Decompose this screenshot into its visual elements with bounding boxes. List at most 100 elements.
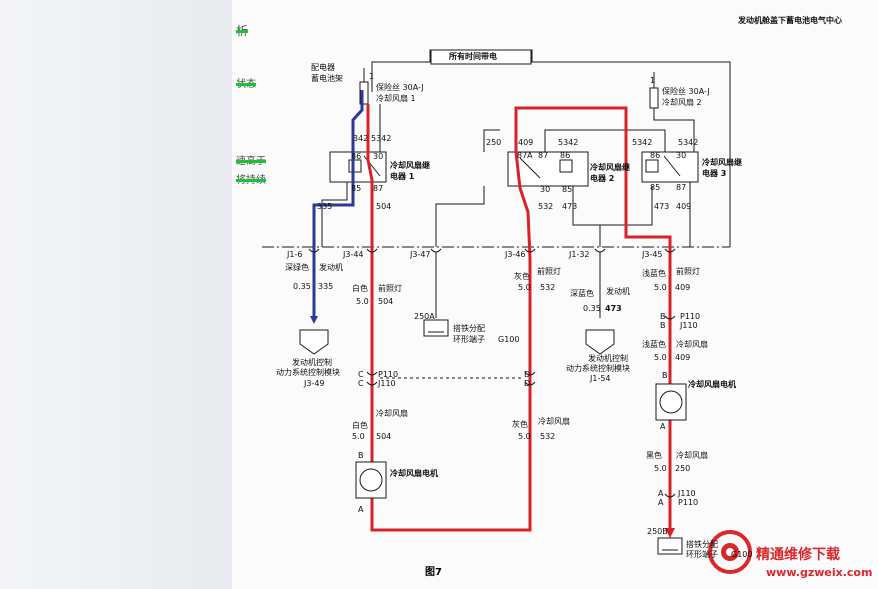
fuse-pin: 1 [369,72,375,81]
wire-desc: 前照灯 [676,267,700,276]
connector-id: P110 [680,312,701,321]
relay-pin: 87 [538,151,549,160]
side-note: 将持续 [236,175,266,186]
wire-gauge: 0.35 [583,304,601,313]
wire-circuit: 532 [540,283,556,292]
wire-code: 335 [317,202,333,211]
motor-label: 冷却风扇电机 [390,469,438,478]
connector-id: J110 [678,489,696,498]
module-name: 发动机控制 [588,354,628,363]
connector-id: J3-44 [343,250,364,259]
relay-pin: 87A [517,151,533,160]
wire-color: 深蓝色 [570,289,594,298]
wire-code: 342 [353,134,369,143]
relay-pin: 87 [676,183,687,192]
wire-gauge: 5.0 [654,464,667,473]
connector-pin: A [658,489,664,498]
module-id: J1-54 [590,374,611,383]
connector-pin: A [658,498,664,507]
wire-gauge: 0.35 [293,282,311,291]
wire-gauge: 5.0 [654,353,667,362]
connector-pin: D [524,370,531,379]
relay-pin: 86 [560,151,571,160]
relay-pin: 85 [351,184,362,193]
fuse-desc: 冷却风扇 2 [662,98,702,107]
wire-desc: 冷却风扇 [676,451,708,460]
power-bar-label: 所有时间带电 [449,52,497,61]
wire-color: 深绿色 [285,263,309,272]
fuse-name: 保险丝 30A-J [376,83,424,92]
wire-code: 250 [486,138,502,147]
ground-id: 250A [414,312,435,321]
source-label: 配电器 [311,63,335,72]
wire-color: 浅蓝色 [642,269,666,278]
ground-id: 250B [647,527,668,536]
motor-pin: B [358,451,364,460]
wire-code: 532 [538,202,554,211]
wire-gauge: 5.0 [654,283,667,292]
connector-id: P110 [378,370,399,379]
relay-pin: 86 [351,152,362,161]
relay-pin: 87 [373,184,384,193]
connector-pin: C [358,370,364,379]
module-id: J3-49 [304,379,325,388]
wire-circuit: 532 [540,432,556,441]
relay-pin: 85 [650,183,661,192]
relay-pin: 30 [540,185,551,194]
wire-code: 5342 [558,138,579,147]
relay-pin: 30 [373,152,384,161]
side-note: 速高于 [236,156,266,167]
source-label: 蓄电池架 [311,74,343,83]
wire-color: 浅蓝色 [642,340,666,349]
wire-code: 5342 [632,138,653,147]
module-desc: 动力系统控制模块 [566,364,630,373]
relay-pin: 30 [676,151,687,160]
module-name: 发动机控制 [292,358,332,367]
connector-id: J110 [378,379,396,388]
wire-desc: 发动机 [606,287,630,296]
ground-desc: 环形端子 [453,335,485,344]
relay-pin: 86 [650,151,661,160]
schematic-sheet [232,0,878,589]
relay-label: 冷却风扇继电器 1 [390,161,430,181]
ground-name: 搭铁分配 [686,540,718,549]
wire-color: 灰色 [514,272,530,281]
wire-color: 灰色 [512,420,528,429]
ground-name: 搭铁分配 [453,324,485,333]
motor-pin: A [660,422,666,431]
wire-code: 409 [518,138,534,147]
wire-color: 黑色 [646,451,662,460]
relay-pin: 85 [562,185,573,194]
wire-desc: 冷却风扇 [376,409,408,418]
wire-code: 5342 [371,134,392,143]
page-margin [0,0,232,589]
connector-pin: D [524,379,531,388]
wire-circuit: 504 [376,432,392,441]
connector-id: J1-32 [569,250,590,259]
relay-label: 冷却风扇继电器 3 [702,158,742,178]
wire-circuit: 409 [675,353,691,362]
wire-circuit: 250 [675,464,691,473]
wire-code: 409 [676,202,692,211]
location-label: 发动机舱盖下蓄电池电气中心 [738,16,842,25]
wire-gauge: 5.0 [518,283,531,292]
watermark-brand: 精通维修下载 [756,547,840,563]
wire-desc: 前照灯 [378,284,402,293]
wire-desc: 前照灯 [537,267,561,276]
wire-color: 白色 [352,421,368,430]
connector-id: P110 [678,498,699,507]
wire-code: 473 [654,202,670,211]
watermark-url: www.gzweix.com [766,566,873,579]
connector-id: J3-46 [505,250,526,259]
wire-circuit: 504 [378,297,394,306]
connector-id: J3-47 [410,250,431,259]
motor-pin: A [358,505,364,514]
side-note: 析 [236,24,249,38]
motor-pin: B [662,371,668,380]
wire-code: 5342 [678,138,699,147]
fuse-name: 保险丝 30A-J [662,87,710,96]
ground-code: G100 [731,550,753,559]
connector-pin: B [660,321,666,330]
wire-color: 白色 [352,284,368,293]
